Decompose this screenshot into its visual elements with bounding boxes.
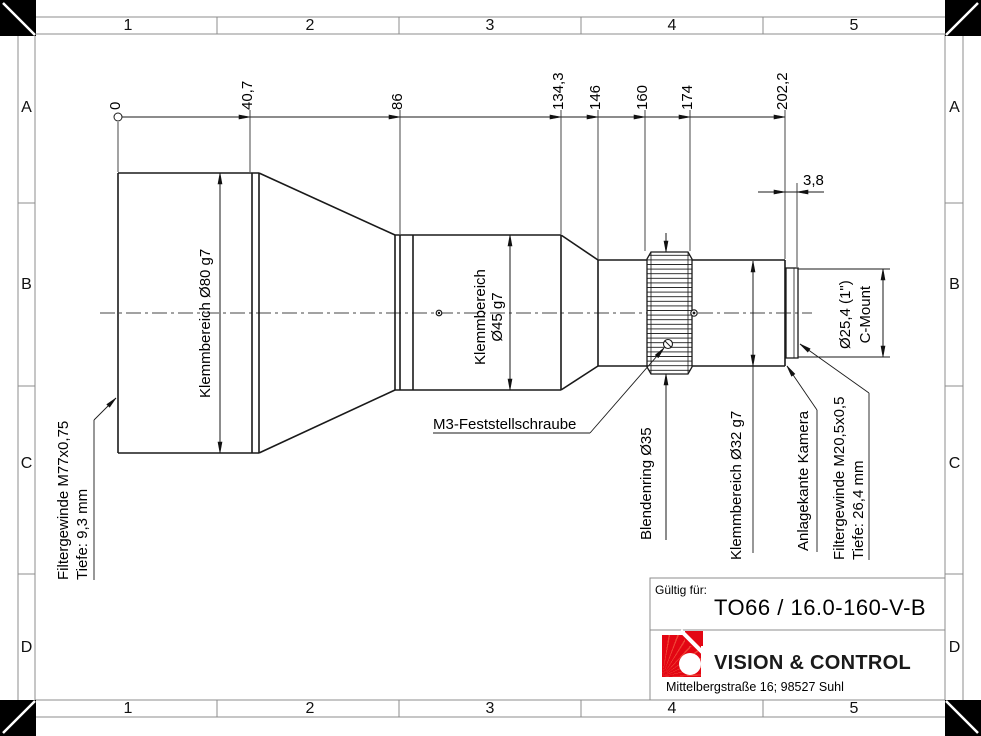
- col-label-top-3: 3: [485, 17, 495, 34]
- logo-circle-icon: [679, 653, 701, 675]
- leader-lines: [93, 343, 870, 580]
- border-frame: [17, 16, 964, 718]
- dim-station-202-2: 202,2: [774, 72, 791, 110]
- dim-station-86: 86: [389, 93, 406, 110]
- vision-control-logo: [662, 629, 705, 678]
- dim-station-174: 174: [679, 84, 696, 110]
- row-label-left-a: A: [21, 99, 32, 116]
- col-label-top-1: 1: [123, 17, 133, 34]
- col-label-bottom-2: 2: [305, 700, 315, 717]
- label-set-screw: M3-Feststellschraube: [433, 416, 577, 433]
- dim-station-146: 146: [587, 84, 604, 110]
- col-label-top-5: 5: [849, 17, 859, 34]
- screw-dots: [435, 309, 698, 350]
- row-label-left-d: D: [20, 639, 33, 656]
- label-mid-clamp: Klemmbereich Ø45 g7: [472, 269, 506, 365]
- label-camera-edge: Anlagekante Kamera: [795, 410, 812, 551]
- dim-station-0: 0: [107, 101, 124, 110]
- datum-circle: [113, 112, 123, 122]
- col-label-bottom-3: 3: [485, 700, 495, 717]
- dim-station-40-7: 40,7: [239, 80, 256, 110]
- col-label-bottom-1: 1: [123, 700, 133, 717]
- title-block-product: TO66 / 16.0-160-V-B: [714, 595, 927, 620]
- dimension-lines: [113, 110, 890, 553]
- row-label-right-b: B: [949, 276, 960, 293]
- dim-flange-width: 3,8: [803, 172, 824, 189]
- title-block-valid-for: Gültig für:: [655, 583, 708, 597]
- title-block-border: [649, 577, 946, 701]
- row-label-right-a: A: [949, 99, 960, 116]
- label-cmount: Ø25,4 (1") C-Mount: [837, 280, 874, 349]
- label-aperture-ring: Blendenring Ø35: [638, 427, 655, 540]
- dim-station-160: 160: [634, 84, 651, 110]
- label-front-thread: Filtergewinde M77x0,75 Tiefe: 9,3 mm: [55, 420, 91, 580]
- aperture-ring-knurl: [646, 251, 693, 375]
- label-rear-thread: Filtergewinde M20,5x0,5 Tiefe: 26,4 mm: [831, 396, 867, 560]
- dim-station-134-3: 134,3: [550, 72, 567, 110]
- col-label-bottom-4: 4: [667, 700, 677, 717]
- lens-body-outline: [117, 172, 799, 454]
- row-label-right-c: C: [948, 455, 961, 472]
- title-block-address: Mittelbergstraße 16; 98527 Suhl: [666, 680, 844, 694]
- row-label-left-c: C: [20, 455, 33, 472]
- col-label-top-2: 2: [305, 17, 315, 34]
- title-block-company: VISION & CONTROL: [714, 652, 912, 674]
- row-label-right-d: D: [948, 639, 961, 656]
- col-label-bottom-5: 5: [849, 700, 859, 717]
- row-label-left-b: B: [21, 276, 32, 293]
- label-front-clamp: Klemmbereich Ø80 g7: [197, 248, 214, 398]
- label-rear-clamp: Klemmbereich Ø32 g7: [728, 410, 745, 560]
- col-label-top-4: 4: [667, 17, 677, 34]
